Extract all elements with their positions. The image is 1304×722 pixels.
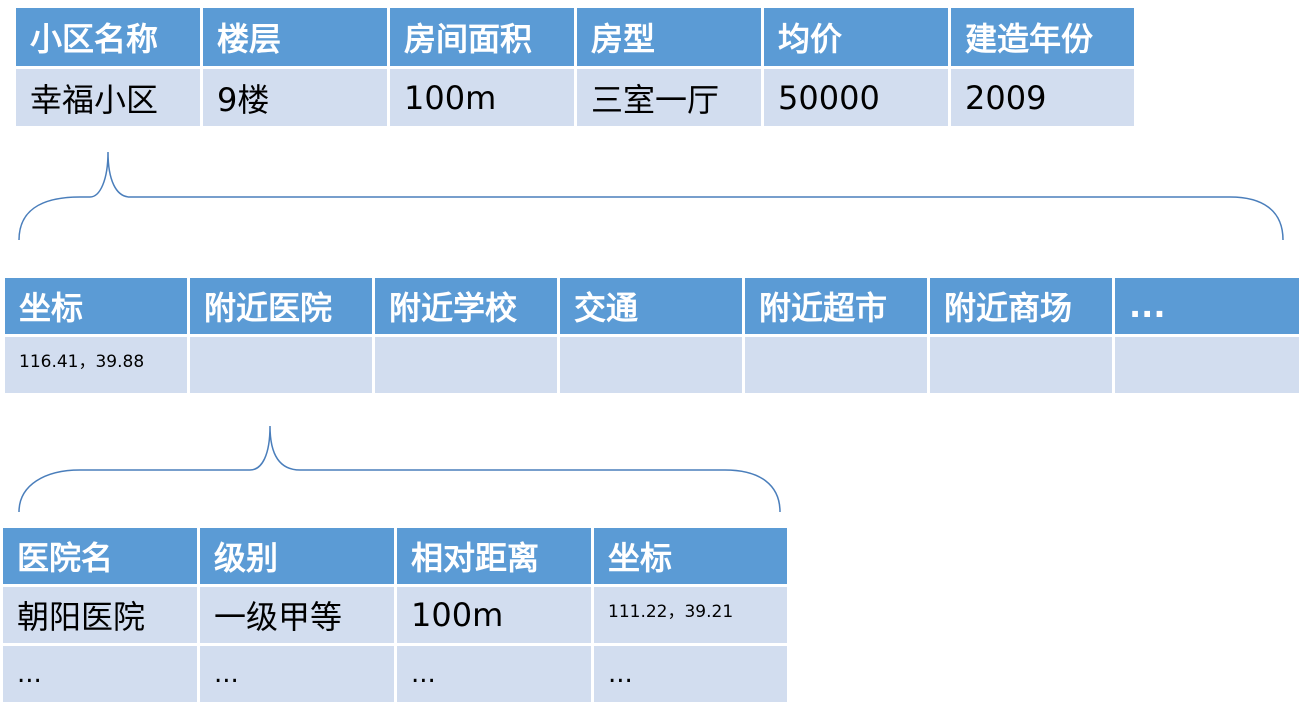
table-cell xyxy=(1115,337,1302,396)
table-cell xyxy=(930,337,1115,396)
brace-2 xyxy=(18,425,781,513)
header-cell: 房间面积 xyxy=(390,8,577,69)
header-cell: 附近超市 xyxy=(745,278,930,337)
table-cell xyxy=(190,337,375,396)
header-cell: 附近医院 xyxy=(190,278,375,337)
header-cell: 均价 xyxy=(764,8,951,69)
table-cell: 2009 xyxy=(951,69,1137,129)
table-row: 朝阳医院 一级甲等 100m 111.22，39.21 xyxy=(3,587,790,646)
header-cell: 交通 xyxy=(560,278,745,337)
table-row: ... ... ... ... xyxy=(3,646,790,705)
surroundings-table: 坐标 附近医院 附近学校 交通 附近超市 附近商场 ... 116.41，39.… xyxy=(5,278,1302,396)
table-cell: 三室一厅 xyxy=(577,69,764,129)
table-header-row: 医院名 级别 相对距离 坐标 xyxy=(3,528,790,587)
table-cell: 100m xyxy=(397,587,594,646)
header-cell: 相对距离 xyxy=(397,528,594,587)
header-cell: 坐标 xyxy=(594,528,790,587)
header-cell: 附近学校 xyxy=(375,278,560,337)
header-cell: 楼层 xyxy=(203,8,390,69)
table-cell: 100m xyxy=(390,69,577,129)
table-cell: ... xyxy=(594,646,790,705)
header-cell: ... xyxy=(1115,278,1302,337)
table-cell: 116.41，39.88 xyxy=(5,337,190,396)
table-cell: ... xyxy=(3,646,200,705)
header-cell: 小区名称 xyxy=(16,8,203,69)
header-cell: 坐标 xyxy=(5,278,190,337)
table-header-row: 小区名称 楼层 房间面积 房型 均价 建造年份 xyxy=(16,8,1137,69)
header-cell: 级别 xyxy=(200,528,397,587)
table-cell: ... xyxy=(397,646,594,705)
table-cell: 9楼 xyxy=(203,69,390,129)
table-header-row: 坐标 附近医院 附近学校 交通 附近超市 附近商场 ... xyxy=(5,278,1302,337)
table-cell: 朝阳医院 xyxy=(3,587,200,646)
brace-1 xyxy=(18,151,1284,241)
header-cell: 建造年份 xyxy=(951,8,1137,69)
header-cell: 房型 xyxy=(577,8,764,69)
table-cell xyxy=(375,337,560,396)
hospital-table: 医院名 级别 相对距离 坐标 朝阳医院 一级甲等 100m 111.22，39.… xyxy=(3,528,790,705)
header-cell: 附近商场 xyxy=(930,278,1115,337)
header-cell: 医院名 xyxy=(3,528,200,587)
community-table: 小区名称 楼层 房间面积 房型 均价 建造年份 幸福小区 9楼 100m 三室一… xyxy=(16,8,1137,129)
table-cell: 幸福小区 xyxy=(16,69,203,129)
table-cell: 111.22，39.21 xyxy=(594,587,790,646)
table-cell xyxy=(745,337,930,396)
table-cell: ... xyxy=(200,646,397,705)
table-row: 幸福小区 9楼 100m 三室一厅 50000 2009 xyxy=(16,69,1137,129)
table-cell: 一级甲等 xyxy=(200,587,397,646)
table-cell: 50000 xyxy=(764,69,951,129)
table-cell xyxy=(560,337,745,396)
table-row: 116.41，39.88 xyxy=(5,337,1302,396)
